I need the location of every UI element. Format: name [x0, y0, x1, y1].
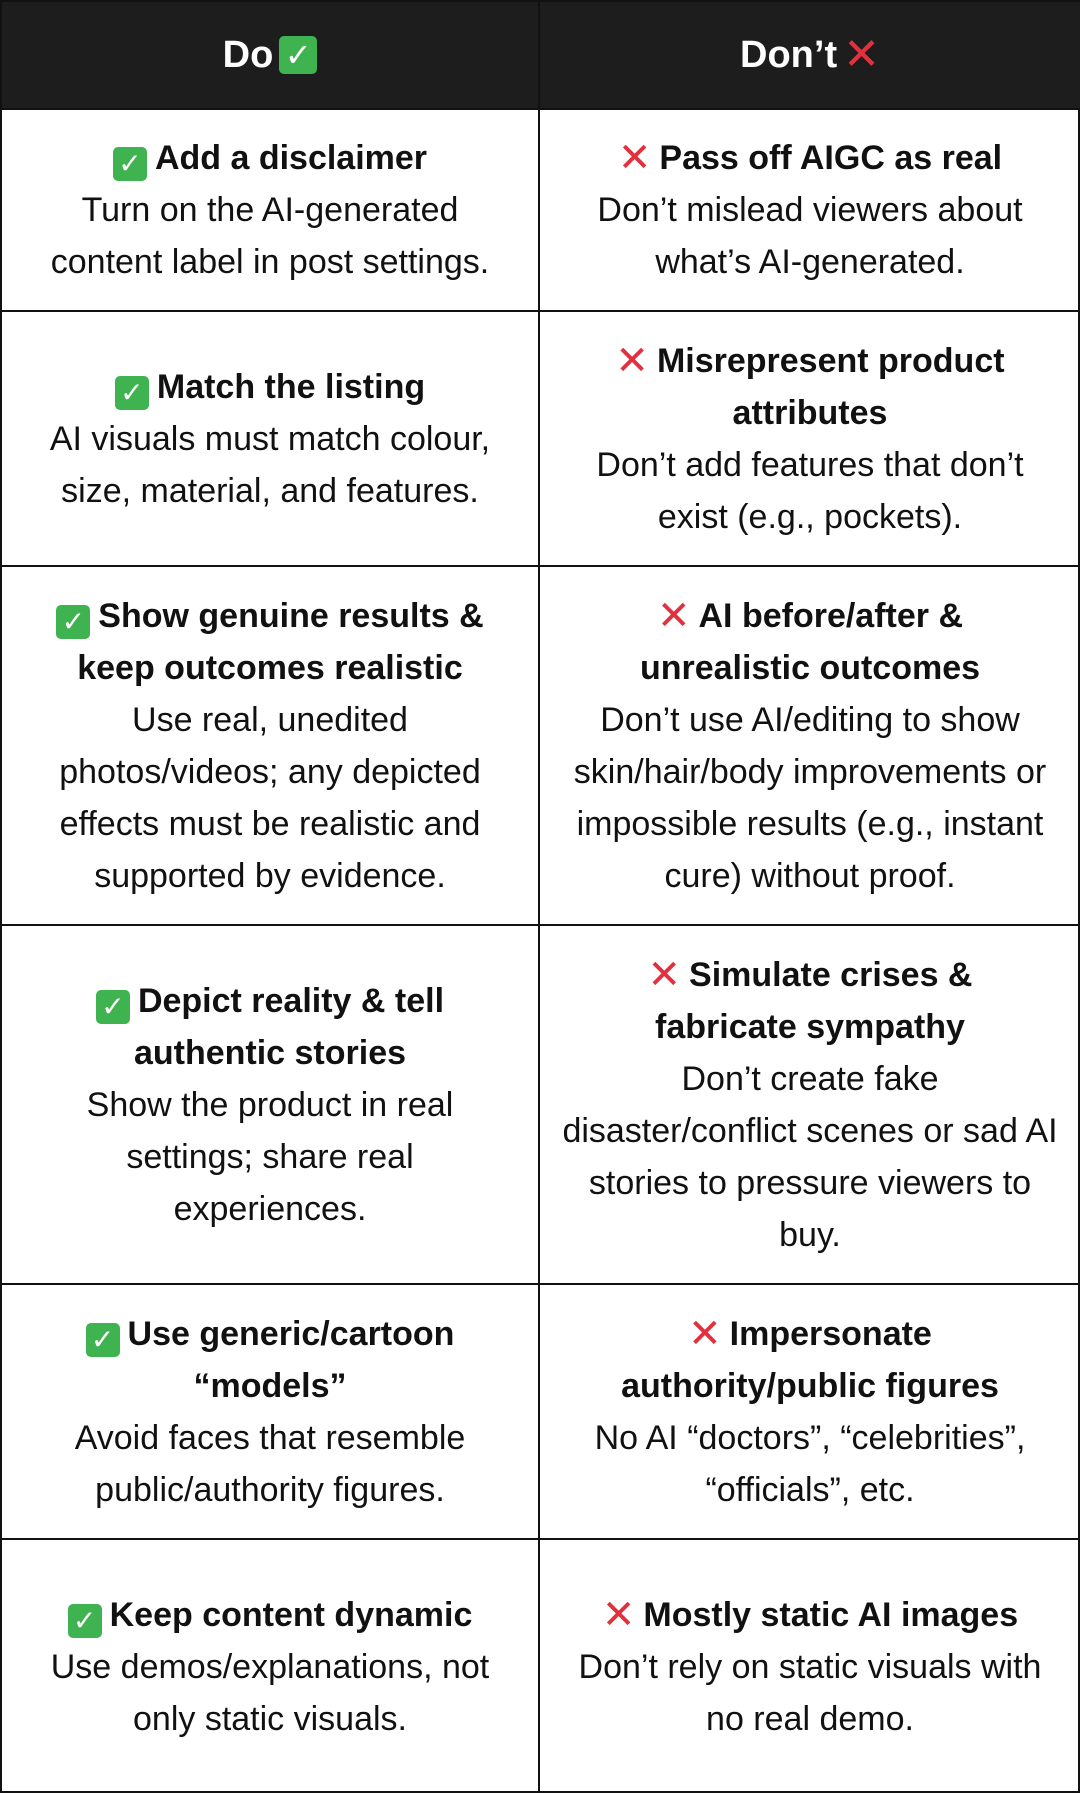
dont-cell: ✕AI before/after & unrealistic outcomes …	[540, 565, 1080, 924]
check-icon: ✓	[112, 147, 147, 181]
header-dont: Don’t ✕	[540, 2, 1080, 108]
dont-cell: ✕Mostly static AI images Don’t rely on s…	[540, 1538, 1080, 1793]
dont-title-text: Simulate crises & fabricate sympathy	[655, 955, 973, 1046]
do-cell: ✓Keep content dynamic Use demos/explanat…	[2, 1538, 540, 1793]
dont-description: Don’t add features that don’t exist (e.g…	[596, 445, 1024, 536]
cross-icon: ✕	[843, 30, 880, 79]
dont-description: Don’t mislead viewers about what’s AI-ge…	[597, 191, 1023, 281]
do-title-text: Match the listing	[156, 367, 426, 406]
do-title: ✓Depict reality & tell authentic stories	[60, 975, 480, 1079]
check-icon: ✓	[56, 604, 91, 639]
header-dont-label: Don’t	[740, 33, 838, 76]
do-description: Use demos/explanations, not only static …	[50, 1647, 490, 1738]
do-description: Show the product in real settings; share…	[86, 1085, 454, 1228]
dont-cell: ✕Impersonate authority/public figures No…	[540, 1283, 1080, 1538]
do-description: Turn on the AI-generated content label i…	[50, 191, 490, 281]
do-title-text: Depict reality & tell authentic stories	[133, 981, 445, 1072]
do-cell: ✓Match the listing AI visuals must match…	[2, 310, 540, 565]
dont-cell: ✕Pass off AIGC as real Don’t mislead vie…	[540, 108, 1080, 310]
do-description: Use real, unedited photos/videos; any de…	[59, 700, 481, 895]
do-title: ✓Show genuine results & keep outcomes re…	[35, 590, 505, 694]
dont-description: Don’t create fake disaster/conflict scen…	[562, 1059, 1058, 1254]
dont-title-text: Mostly static AI images	[643, 1595, 1019, 1634]
check-icon: ✓	[67, 1603, 102, 1638]
dont-title: ✕AI before/after & unrealistic outcomes	[600, 590, 1020, 694]
header-do: Do ✓	[2, 2, 540, 108]
dont-title-text: Misrepresent product attributes	[656, 341, 1005, 432]
do-title-text: Add a disclaimer	[154, 139, 428, 177]
dont-title: ✕Impersonate authority/public figures	[595, 1308, 1025, 1412]
do-title: ✓Match the listing	[114, 361, 426, 413]
cross-icon: ✕	[617, 136, 652, 180]
dont-cell: ✕Misrepresent product attributes Don’t a…	[540, 310, 1080, 565]
do-title-text: Keep content dynamic	[109, 1595, 473, 1634]
do-title: ✓Keep content dynamic	[67, 1589, 473, 1641]
do-description: Avoid faces that resemble public/authori…	[74, 1418, 466, 1509]
dont-title-text: AI before/after & unrealistic outcomes	[639, 596, 981, 687]
dont-title: ✕Mostly static AI images	[602, 1589, 1018, 1641]
do-cell: ✓Show genuine results & keep outcomes re…	[2, 565, 540, 924]
header-do-label: Do	[222, 33, 274, 76]
dont-title-text: Pass off AIGC as real	[659, 139, 1003, 177]
do-cell: ✓Add a disclaimer Turn on the AI-generat…	[2, 108, 540, 310]
dont-description: Don’t rely on static visuals with no rea…	[578, 1647, 1042, 1738]
cross-icon: ✕	[615, 338, 649, 383]
check-icon: ✓	[114, 375, 149, 410]
check-icon: ✓	[279, 36, 318, 74]
do-title: ✓Add a disclaimer	[112, 132, 428, 184]
dont-cell: ✕Simulate crises & fabricate sympathy Do…	[540, 924, 1080, 1283]
dont-description: Don’t use AI/editing to show skin/hair/b…	[573, 700, 1047, 895]
do-description: AI visuals must match colour, size, mate…	[49, 419, 491, 510]
dont-title: ✕Simulate crises & fabricate sympathy	[600, 949, 1020, 1053]
dont-title-text: Impersonate authority/public figures	[621, 1314, 999, 1405]
cross-icon: ✕	[647, 952, 682, 997]
do-title: ✓Use generic/cartoon “models”	[55, 1308, 485, 1412]
cross-icon: ✕	[656, 593, 691, 638]
check-icon: ✓	[95, 989, 130, 1024]
dont-title: ✕Pass off AIGC as real	[618, 132, 1002, 184]
do-title-text: Show genuine results & keep outcomes rea…	[77, 596, 484, 687]
do-cell: ✓Use generic/cartoon “models” Avoid face…	[2, 1283, 540, 1538]
cross-icon: ✕	[688, 1311, 722, 1356]
dont-title: ✕Misrepresent product attributes	[590, 335, 1030, 439]
do-cell: ✓Depict reality & tell authentic stories…	[2, 924, 540, 1283]
dont-description: No AI “doctors”, “celebrities”, “officia…	[594, 1418, 1026, 1509]
cross-icon: ✕	[601, 1592, 636, 1637]
check-icon: ✓	[85, 1322, 120, 1357]
do-title-text: Use generic/cartoon “models”	[127, 1314, 455, 1405]
